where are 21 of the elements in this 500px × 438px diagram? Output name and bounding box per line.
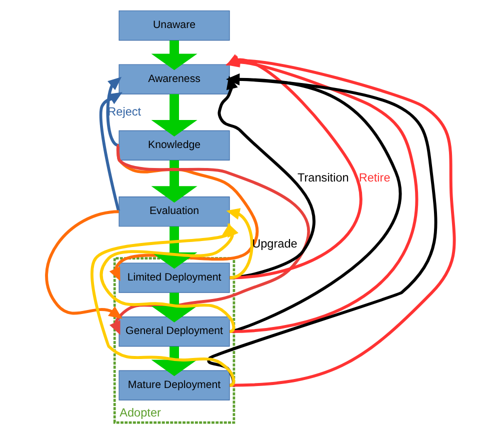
arrow — [150, 94, 197, 136]
edge-label: Reject — [107, 104, 141, 118]
arrow — [150, 292, 197, 322]
arrow — [108, 145, 310, 335]
arrow — [44, 210, 122, 319]
arrow — [106, 76, 122, 147]
node-box: General Deployment — [118, 316, 230, 347]
node-box: Limited Deployment — [118, 262, 230, 293]
node-box: Unaware — [118, 10, 230, 41]
node-box: Mature Deployment — [118, 370, 230, 400]
node-box: Evaluation — [118, 196, 230, 227]
edge-label: Transition — [296, 170, 348, 184]
arrow — [217, 76, 315, 280]
arrow — [150, 160, 197, 203]
arrow — [150, 346, 197, 376]
edge-label: Retire — [358, 170, 390, 184]
arrow — [150, 40, 197, 70]
node-box: Awareness — [118, 64, 230, 94]
arrow — [90, 222, 235, 387]
node-box: Knowledge — [118, 130, 230, 161]
arrow — [98, 92, 122, 212]
